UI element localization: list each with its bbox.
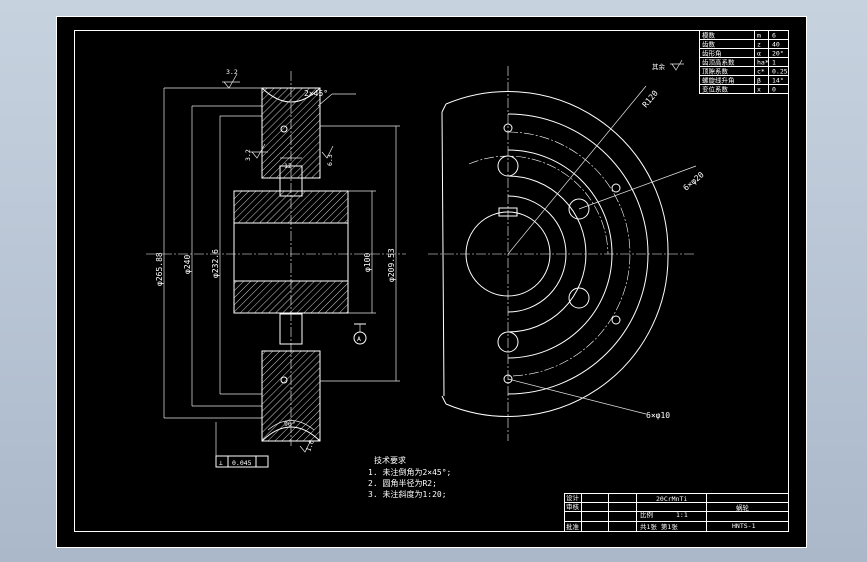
- gear-table: [699, 30, 789, 94]
- sheet-label: 共1张 第1张: [640, 522, 678, 531]
- radius-dim: R120: [641, 89, 660, 110]
- front-view: [428, 66, 697, 441]
- dia-hub-dim: φ209.53: [387, 248, 396, 282]
- gear-table-sym-5: β: [757, 77, 761, 85]
- tolerance-value: 0.045: [232, 459, 252, 467]
- width-dim: 12: [284, 162, 292, 170]
- gear-table-sym-2: α: [757, 50, 761, 58]
- material-field: 20CrMnTi: [656, 495, 687, 503]
- approve-label: 批准: [566, 522, 580, 531]
- tech-notes-title: 技术要求: [374, 455, 406, 465]
- check-label: 审核: [566, 502, 580, 511]
- tech-note-2: 2. 圆角半径为R2;: [368, 478, 437, 488]
- design-label: 设计: [566, 493, 580, 502]
- gear-table-sym-3: ha*: [757, 59, 769, 67]
- chamfer-dim: 2×45°: [304, 89, 328, 98]
- roughness-top: 3.2: [226, 68, 238, 76]
- gear-table-value-1: 40: [772, 41, 780, 49]
- gear-table-label-6: 变位系数: [702, 85, 729, 94]
- dia-outer-dim: φ265.88: [155, 252, 164, 286]
- holes-top-dim: 6×φ20: [682, 170, 706, 192]
- roughness-side: 6.3: [326, 154, 334, 166]
- gear-table-sym-6: x: [757, 86, 761, 94]
- section-view: [146, 71, 406, 468]
- scale-value: 1:1: [676, 511, 688, 519]
- holes-bottom-dim: 6×φ10: [646, 411, 670, 420]
- tech-note-3: 3. 未注斜度为1:20;: [368, 489, 447, 499]
- gear-table-value-0: 6: [772, 32, 776, 40]
- drawing-number: HNTS-1: [732, 522, 756, 530]
- gear-table-label-4: 顶隙系数: [702, 67, 729, 76]
- title-block: [564, 493, 789, 532]
- gear-table-label-2: 齿形角: [702, 49, 722, 58]
- angle-dim: 90°: [284, 420, 296, 428]
- drawing-canvas: 2×45° 3.2 3.2 6.3 12 φ265.88 φ240 φ232.6…: [56, 16, 807, 548]
- gear-table-value-4: 0.25: [772, 68, 788, 76]
- surface-note: 其余: [652, 62, 666, 71]
- gear-table-label-1: 齿数: [702, 40, 716, 49]
- gear-table-sym-0: m: [757, 32, 761, 40]
- gear-table-value-6: 0: [772, 86, 776, 94]
- gear-table-sym-4: c*: [757, 68, 765, 76]
- inner-border: [74, 30, 789, 532]
- scale-label: 比例: [640, 510, 653, 519]
- gear-table-value-2: 20°: [772, 50, 784, 58]
- gear-table-value-3: 1: [772, 59, 776, 67]
- dia-232-dim: φ232.6: [211, 249, 220, 278]
- datum-label: A: [357, 335, 361, 343]
- roughness-bottom: 1.6: [304, 439, 316, 453]
- part-name: 蜗轮: [736, 503, 750, 512]
- gear-table-label-3: 齿顶高系数: [702, 58, 735, 67]
- tech-note-1: 1. 未注倒角为2×45°;: [368, 467, 451, 477]
- outer-border: [56, 16, 807, 548]
- gear-table-value-5: 14°: [772, 77, 784, 85]
- gear-table-sym-1: z: [757, 41, 761, 49]
- dia-240-dim: φ240: [183, 255, 192, 274]
- drawing-sheet: 2×45° 3.2 3.2 6.3 12 φ265.88 φ240 φ232.6…: [56, 16, 807, 548]
- perpendicularity-icon: ⊥: [219, 459, 223, 467]
- gear-table-label-0: 模数: [702, 31, 716, 40]
- dia-bore-dim: φ100: [363, 253, 372, 272]
- roughness-mid: 3.2: [244, 149, 252, 161]
- gear-table-label-5: 螺旋线升角: [702, 76, 735, 85]
